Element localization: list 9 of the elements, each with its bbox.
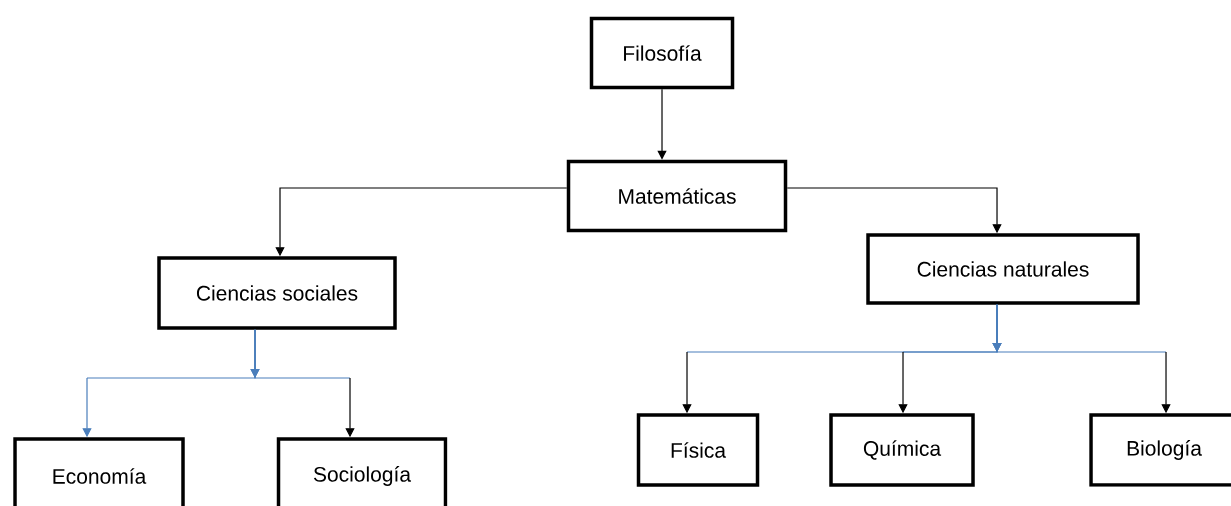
box: Ciencias sociales — [157, 256, 397, 330]
box: Ciencias naturales — [866, 233, 1140, 305]
box: Matemáticas — [566, 159, 788, 233]
box: Física — [636, 413, 760, 487]
box: Química — [829, 413, 975, 487]
box: Biología — [1089, 413, 1231, 487]
box: Filosofía — [589, 16, 735, 90]
box: Economía — [13, 437, 185, 506]
box: Sociología — [276, 437, 448, 506]
